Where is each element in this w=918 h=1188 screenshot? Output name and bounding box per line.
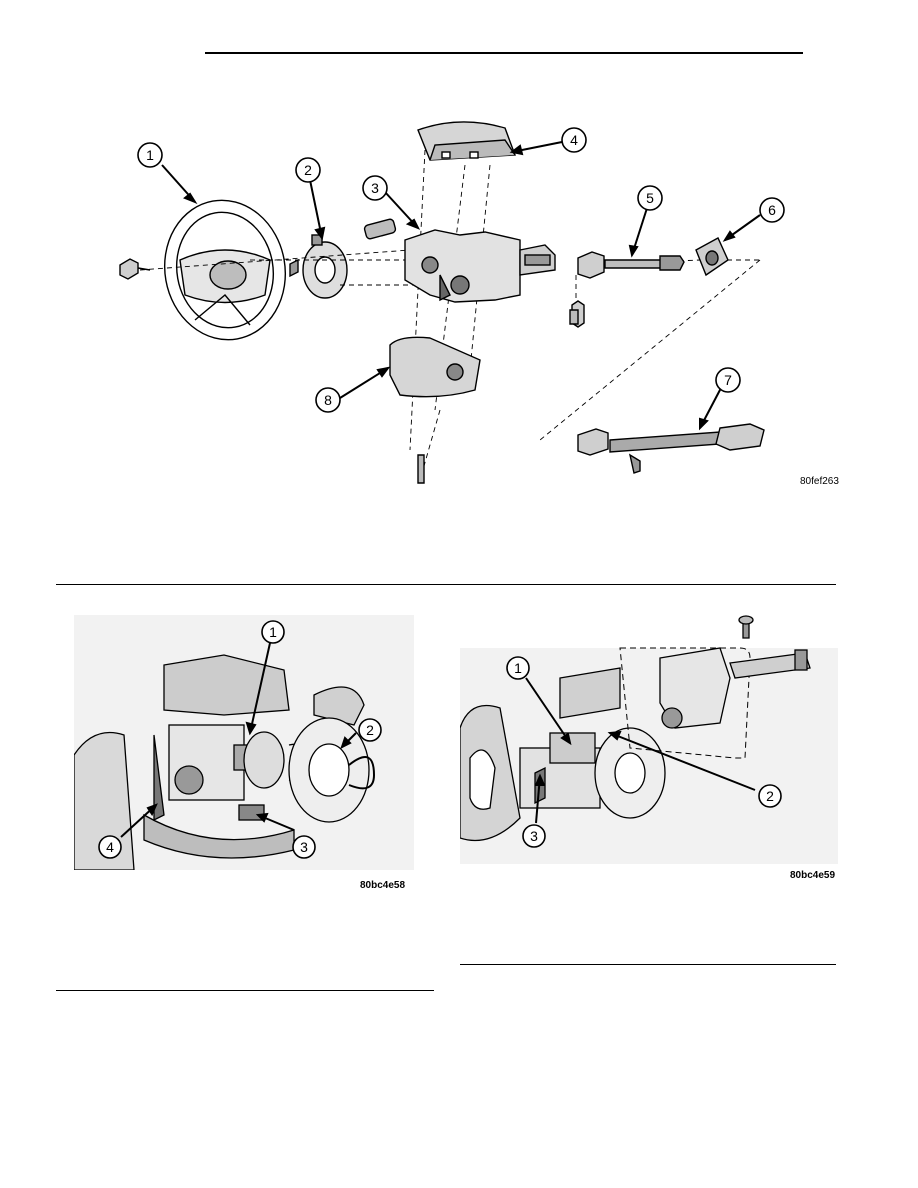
svg-text:3: 3 [530, 828, 538, 844]
lower-shroud-drawing [389, 309, 579, 484]
callout-1: 1 [506, 656, 530, 680]
column-seal-drawing [695, 237, 729, 277]
right-column-rule [460, 964, 836, 965]
steering-wheel-drawing [119, 199, 287, 341]
callout-3: 3 [362, 175, 388, 201]
figure-multifunction-switch: 1 2 3 [460, 608, 838, 864]
figure-code-80bc4e59: 80bc4e59 [790, 870, 836, 881]
lower-shaft-drawing [577, 423, 765, 474]
callout-4: 4 [98, 835, 122, 859]
figure-clockspring-connectors: 1 2 3 4 [74, 615, 414, 870]
svg-text:8: 8 [324, 392, 332, 408]
exploded-view-illustration: 1 2 3 4 5 6 7 8 [119, 121, 785, 484]
left-column-rule [56, 990, 434, 991]
figure-steering-column-exploded: 1 2 3 4 5 6 7 8 [100, 110, 840, 490]
column-body-drawing [363, 218, 556, 303]
svg-text:2: 2 [766, 788, 774, 804]
callout-5: 5 [637, 185, 663, 211]
svg-text:7: 7 [724, 372, 732, 388]
callout-2: 2 [758, 784, 782, 808]
callout-6: 6 [759, 197, 785, 223]
svg-text:6: 6 [768, 202, 776, 218]
callout-2: 2 [358, 718, 382, 742]
svg-text:1: 1 [514, 660, 522, 676]
figure-code-80fef263: 80fef263 [800, 476, 839, 487]
callout-4: 4 [561, 127, 587, 153]
callout-8: 8 [315, 387, 341, 413]
svg-text:4: 4 [106, 839, 114, 855]
svg-text:1: 1 [146, 147, 154, 163]
callout-7: 7 [715, 367, 741, 393]
figure-code-80bc4e58: 80bc4e58 [360, 880, 406, 891]
clockspring-illustration: 1 2 3 4 [74, 615, 414, 870]
svg-text:4: 4 [570, 132, 578, 148]
multifunction-switch-illustration: 1 2 3 [460, 615, 838, 864]
svg-text:3: 3 [300, 839, 308, 855]
clockspring-drawing [289, 234, 348, 299]
upper-shroud-drawing [417, 121, 516, 161]
callout-2: 2 [295, 157, 321, 183]
svg-text:1: 1 [269, 624, 277, 640]
intermediate-shaft-drawing [571, 251, 685, 328]
svg-text:2: 2 [304, 162, 312, 178]
callout-3: 3 [522, 824, 546, 848]
callout-3: 3 [292, 835, 316, 859]
svg-text:5: 5 [646, 190, 654, 206]
svg-text:2: 2 [366, 722, 374, 738]
svg-text:3: 3 [371, 180, 379, 196]
section-rule [56, 584, 836, 585]
callout-1: 1 [261, 620, 285, 644]
header-rule [205, 52, 803, 54]
callout-1: 1 [137, 142, 163, 168]
